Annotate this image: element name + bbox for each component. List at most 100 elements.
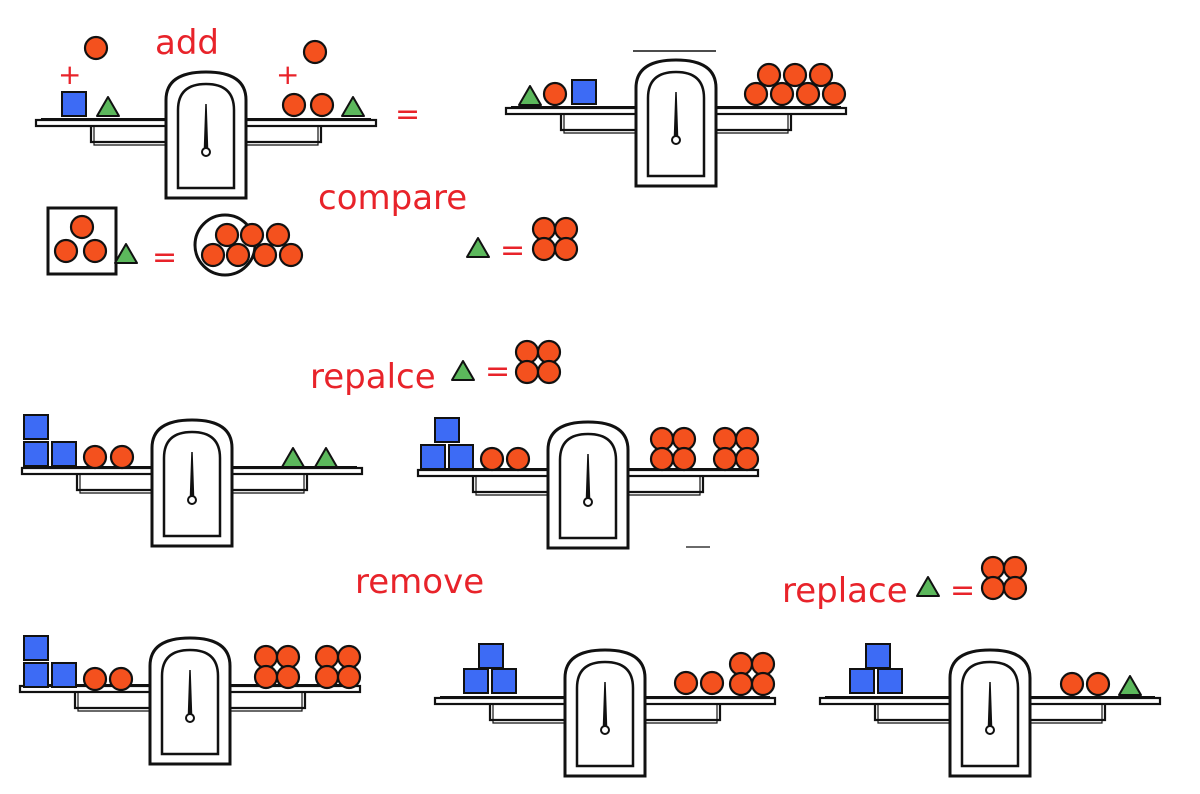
orange-ball-icon	[239, 222, 265, 248]
blue-cube-icon	[877, 668, 903, 694]
orange-ball-icon	[769, 81, 795, 107]
green-triangle-icon	[314, 447, 338, 468]
orange-ball-icon	[734, 426, 760, 452]
orange-ball-icon	[336, 664, 362, 690]
blue-cube-icon	[23, 441, 49, 467]
orange-ball-icon	[514, 339, 540, 365]
orange-ball-icon	[750, 651, 776, 677]
blue-cube-icon	[571, 79, 597, 105]
orange-ball-icon	[821, 81, 847, 107]
orange-ball-icon	[649, 446, 675, 472]
equals-sign-2: =	[152, 240, 177, 275]
orange-ball-icon	[671, 446, 697, 472]
orange-ball-icon	[275, 664, 301, 690]
orange-ball-icon	[1059, 671, 1085, 697]
orange-ball-icon	[728, 651, 754, 677]
blue-cube-icon	[463, 668, 489, 694]
blue-cube-icon	[478, 643, 504, 669]
green-triangle-icon	[96, 96, 120, 117]
blue-cube-icon	[23, 662, 49, 688]
orange-ball-icon	[649, 426, 675, 452]
orange-ball-icon	[53, 238, 79, 264]
orange-ball-icon	[531, 236, 557, 262]
green-triangle-icon	[451, 360, 475, 381]
orange-ball-icon	[225, 242, 251, 268]
orange-ball-icon	[253, 664, 279, 690]
plus-sign-left: +	[58, 58, 81, 91]
balance-scale-icon	[18, 636, 362, 766]
orange-ball-icon	[278, 242, 304, 268]
blue-cube-icon	[491, 668, 517, 694]
orange-ball-icon	[712, 426, 738, 452]
orange-ball-icon	[214, 222, 240, 248]
green-triangle-icon	[341, 96, 365, 117]
orange-ball-icon	[750, 671, 776, 697]
orange-ball-icon	[82, 238, 108, 264]
label-add: add	[155, 23, 219, 63]
equals-sign-3: =	[500, 233, 525, 268]
blue-cube-icon	[23, 414, 49, 440]
green-triangle-icon	[466, 237, 490, 258]
orange-ball-icon	[782, 62, 808, 88]
orange-ball-icon	[699, 670, 725, 696]
orange-ball-icon	[309, 92, 335, 118]
blue-cube-icon	[865, 643, 891, 669]
equals-sign-5: =	[950, 573, 975, 608]
orange-ball-icon	[536, 359, 562, 385]
label-remove: remove	[355, 562, 484, 602]
orange-ball-icon	[734, 446, 760, 472]
green-triangle-icon	[916, 576, 940, 597]
orange-ball-icon	[553, 216, 579, 242]
green-triangle-icon	[114, 243, 138, 264]
orange-ball-icon	[980, 575, 1006, 601]
orange-ball-icon	[728, 671, 754, 697]
orange-ball-icon	[82, 444, 108, 470]
orange-ball-icon	[108, 666, 134, 692]
orange-ball-icon	[1002, 555, 1028, 581]
blue-cube-icon	[51, 662, 77, 688]
orange-ball-icon	[336, 644, 362, 670]
label-compare: compare	[318, 178, 467, 218]
orange-ball-icon	[505, 446, 531, 472]
orange-ball-icon	[275, 644, 301, 670]
orange-ball-icon	[542, 81, 568, 107]
balance-scale-icon	[416, 420, 760, 550]
equals-sign-4: =	[485, 354, 510, 389]
orange-ball-icon	[712, 446, 738, 472]
orange-ball-icon	[795, 81, 821, 107]
balance-scale-icon	[20, 418, 364, 548]
orange-ball-icon	[281, 92, 307, 118]
orange-ball-icon	[69, 214, 95, 240]
blue-cube-icon	[420, 444, 446, 470]
label-replace: replace	[782, 571, 908, 611]
orange-ball-icon	[314, 644, 340, 670]
orange-ball-icon	[808, 62, 834, 88]
blue-cube-icon	[61, 91, 87, 117]
blue-cube-icon	[51, 441, 77, 467]
plus-sign-right: +	[276, 58, 299, 91]
green-triangle-icon	[518, 85, 542, 106]
blue-cube-icon	[849, 668, 875, 694]
blue-cube-icon	[23, 635, 49, 661]
equals-sign-1: =	[395, 97, 420, 132]
orange-ball-icon	[109, 444, 135, 470]
group-box	[46, 206, 118, 276]
orange-ball-icon	[756, 62, 782, 88]
blue-cube-icon	[434, 417, 460, 443]
orange-ball-icon	[479, 446, 505, 472]
orange-ball-icon	[671, 426, 697, 452]
orange-ball-icon	[1002, 575, 1028, 601]
orange-ball-icon	[531, 216, 557, 242]
orange-ball-icon	[514, 359, 540, 385]
label-repalce: repalce	[310, 357, 436, 397]
orange-ball-icon	[302, 39, 328, 65]
orange-ball-icon	[743, 81, 769, 107]
orange-ball-icon	[265, 222, 291, 248]
orange-ball-icon	[253, 644, 279, 670]
orange-ball-icon	[536, 339, 562, 365]
orange-ball-icon	[83, 35, 109, 61]
orange-ball-icon	[252, 242, 278, 268]
green-triangle-icon	[281, 447, 305, 468]
orange-ball-icon	[553, 236, 579, 262]
